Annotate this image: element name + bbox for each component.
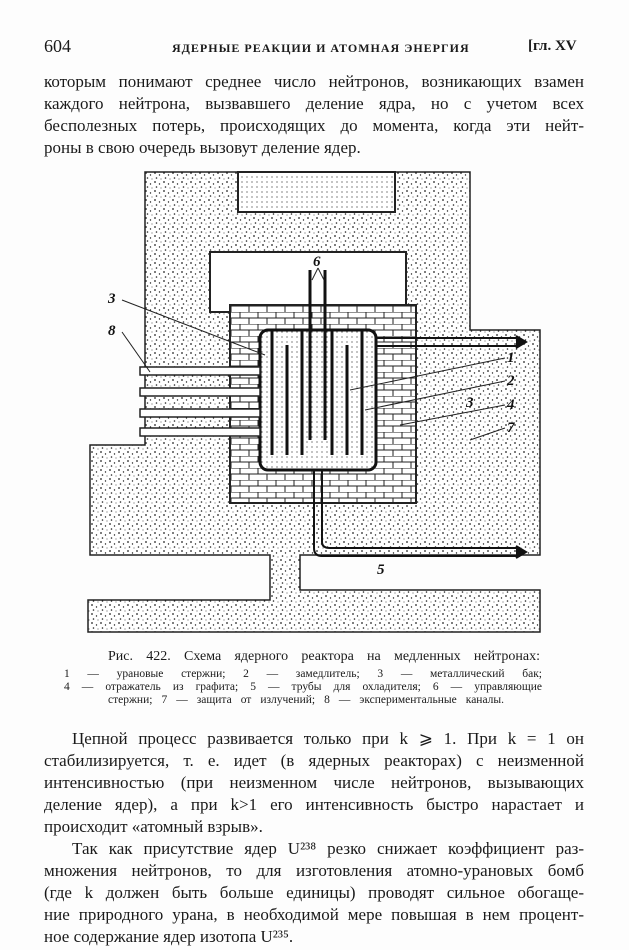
text-line: Цепной процесс развивается только при k … xyxy=(72,729,584,748)
text-line: каждого нейтрона, вызвавшего деление ядр… xyxy=(44,94,584,113)
figure-caption-line: стержни; 7 — защита от излучений; 8 — эк… xyxy=(108,694,504,706)
label-2: 2 xyxy=(506,373,515,389)
figure-caption-title: Рис. 422. Схема ядерного реактора на мед… xyxy=(108,649,540,664)
label-3: 3 xyxy=(107,291,116,307)
reactor-diagram: 3 8 6 1 2 3 4 7 5 xyxy=(87,171,541,633)
label-3b: 3 xyxy=(465,395,474,411)
text-line: стабилизируется, т. е. идет (в ядерных р… xyxy=(44,751,584,770)
figure-caption-line: 1 — урановые стержни; 2 — замедлитель; 3… xyxy=(64,668,542,680)
leader-lines xyxy=(121,267,506,441)
text-line: происходит «атомный взрыв». xyxy=(44,817,263,836)
label-7: 7 xyxy=(507,420,515,436)
text-line: интенсивностью (при неизменном числе ней… xyxy=(44,773,584,792)
text-line: бесполезных потерь, происходящих до моме… xyxy=(44,116,584,135)
text-line: ное содержание ядер изотопа U²³⁵. xyxy=(44,927,294,946)
experimental-channels xyxy=(139,366,261,437)
page-number: 604 xyxy=(44,36,71,56)
text-line: деление ядер), а при k>1 его интенсивнос… xyxy=(44,795,584,814)
metal-tank xyxy=(258,328,378,472)
running-head: ЯДЕРНЫЕ РЕАКЦИИ И АТОМНАЯ ЭНЕРГИЯ xyxy=(172,41,470,55)
text-line: роны в свою очередь вызовут деление ядер… xyxy=(44,138,361,157)
uranium-rods xyxy=(270,330,364,455)
chapter-marker: [гл. XV xyxy=(528,38,577,54)
text-line: ние природного урана, в необходимой мере… xyxy=(44,905,584,924)
figure-caption-line: 4 — отражатель из графита; 5 — трубы для… xyxy=(64,681,542,693)
label-8: 8 xyxy=(108,323,116,339)
label-4: 4 xyxy=(506,397,515,413)
label-6: 6 xyxy=(313,254,321,270)
label-5: 5 xyxy=(377,562,385,578)
text-line: множения нейтронов, то для изготовления … xyxy=(44,861,584,880)
label-1: 1 xyxy=(507,350,515,366)
coolant-pipes xyxy=(313,335,528,559)
text-line: Так как присутствие ядер U²³⁸ резко сниж… xyxy=(72,839,584,858)
control-rods xyxy=(308,270,327,440)
text-line: которым понимают среднее число нейтронов… xyxy=(44,72,584,91)
text-line: (где k должен быть больше единицы) прово… xyxy=(44,883,584,902)
